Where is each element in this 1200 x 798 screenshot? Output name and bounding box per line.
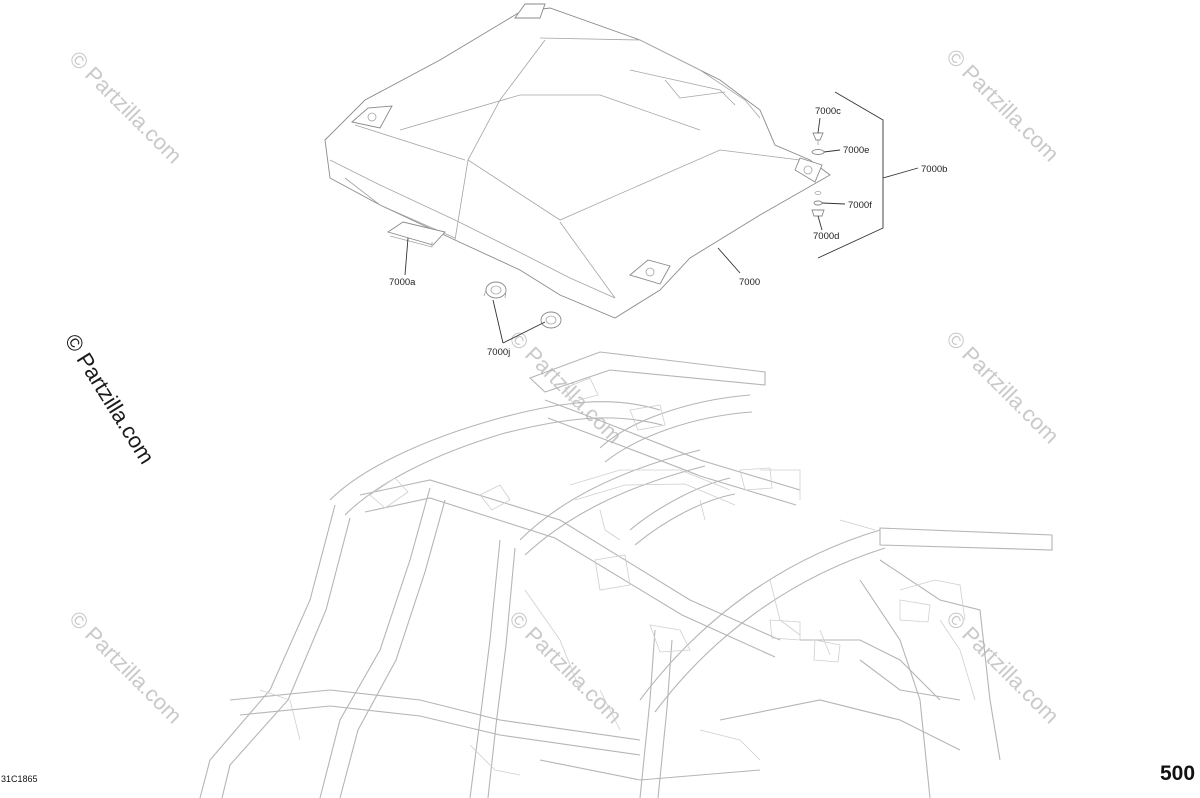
callout-7000j: 7000j [487,347,510,358]
pad-7000a [386,221,446,248]
page-number: 500 [1160,762,1195,785]
roll-cage-frame [199,351,1053,798]
watermark-middle-right: © Partzilla.com [941,326,1064,449]
roof-panel [324,3,831,319]
callout-lines [404,91,919,344]
callout-7000: 7000 [739,277,760,288]
watermark-middle-center: © Partzilla.com [504,326,627,449]
callout-7000a: 7000a [389,277,416,288]
callout-7000c: 7000c [815,106,841,117]
callout-labels: 7000a 7000 7000j 7000c 7000e 7000b 7000f… [389,106,947,358]
watermark-top-left: © Partzilla.com [64,46,187,169]
callout-7000e: 7000e [843,145,869,156]
watermark-top-right: © Partzilla.com [941,44,1064,167]
callout-7000b: 7000b [921,164,947,175]
bushings-7000j [483,281,562,329]
callout-7000d: 7000d [813,231,839,242]
callout-7000f: 7000f [848,200,872,211]
watermark-dark: © Partzilla.com [60,329,160,468]
watermark-bottom-right: © Partzilla.com [941,606,1064,729]
drawing-code: 31C1865 [1,774,38,784]
watermark-bottom-center: © Partzilla.com [504,606,627,729]
watermark-bottom-left: © Partzilla.com [64,606,187,729]
